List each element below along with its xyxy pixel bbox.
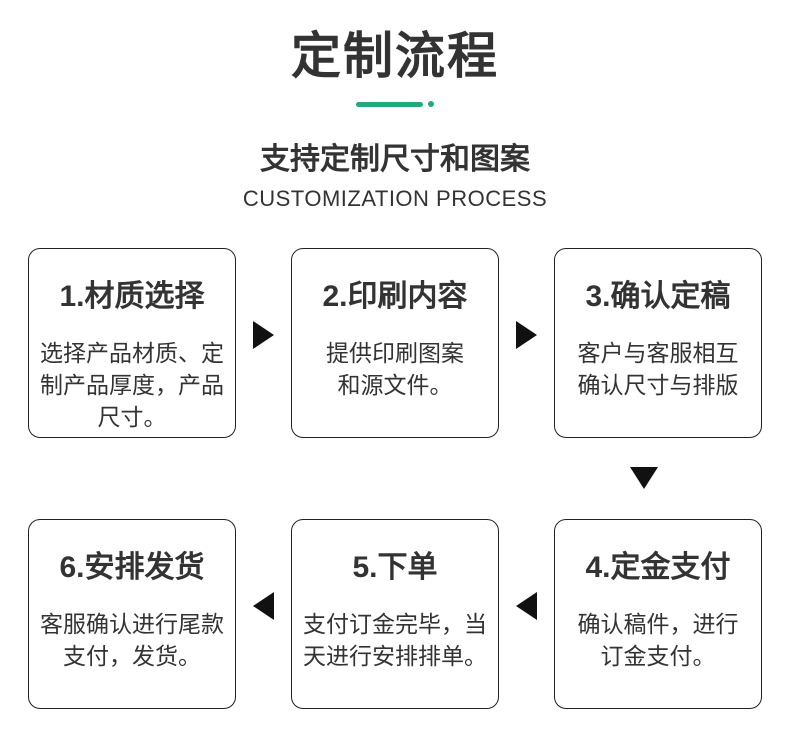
step-title-1: 1.材质选择 [59,279,205,313]
page-title: 定制流程 [291,28,499,84]
step-card-6: 6.安排发货 客服确认进行尾款 支付，发货。 [28,518,236,709]
step-description-6: 客服确认进行尾款 支付，发货。 [40,610,224,670]
subtitle-english: CUSTOMIZATION PROCESS [242,185,548,211]
arrow-left-icon [253,591,274,620]
step-description-3: 客户与客服相互 确认尺寸与排版 [577,339,739,399]
step-description-4: 确认稿件，进行 订金支付。 [577,610,739,670]
arrow-cell [499,248,554,438]
arrow-cell [236,519,291,709]
divider-dot-icon [428,101,434,107]
arrow-right-icon [253,320,274,349]
divider-line-icon [356,101,423,107]
flow-row-top: 1.材质选择 选择产品材质、定 制产品厚度，产品 尺寸。 2.印刷内容 提供印刷… [28,247,762,438]
step-card-5: 5.下单 支付订金完毕，当 天进行安排排单。 [291,518,499,709]
step-card-2: 2.印刷内容 提供印刷图案 和源文件。 [291,247,499,438]
flow-row-bottom: 6.安排发货 客服确认进行尾款 支付，发货。 5.下单 支付订金完毕，当 天进行… [28,518,762,709]
arrow-cell [499,519,554,709]
step-title-4: 4.定金支付 [585,550,731,584]
process-flow: 1.材质选择 选择产品材质、定 制产品厚度，产品 尺寸。 2.印刷内容 提供印刷… [28,247,762,709]
arrow-right-icon [516,320,537,349]
arrow-down-icon [630,467,658,490]
arrow-cell [236,248,291,438]
step-title-5: 5.下单 [352,550,438,584]
step-title-6: 6.安排发货 [59,550,205,584]
arrow-left-icon [516,591,537,620]
step-card-3: 3.确认定稿 客户与客服相互 确认尺寸与排版 [554,247,762,438]
step-description-5: 支付订金完毕，当 天进行安排排单。 [303,610,487,670]
step-description-2: 提供印刷图案 和源文件。 [326,339,464,399]
subtitle: 支持定制尺寸和图案 [260,143,530,176]
title-divider [0,101,790,107]
step-title-3: 3.确认定稿 [585,279,731,313]
step-description-1: 选择产品材质、定 制产品厚度，产品 尺寸。 [40,339,224,431]
flow-row-connector [28,438,762,519]
step-card-1: 1.材质选择 选择产品材质、定 制产品厚度，产品 尺寸。 [28,247,236,438]
step-title-2: 2.印刷内容 [322,279,468,313]
step-card-4: 4.定金支付 确认稿件，进行 订金支付。 [554,518,762,709]
